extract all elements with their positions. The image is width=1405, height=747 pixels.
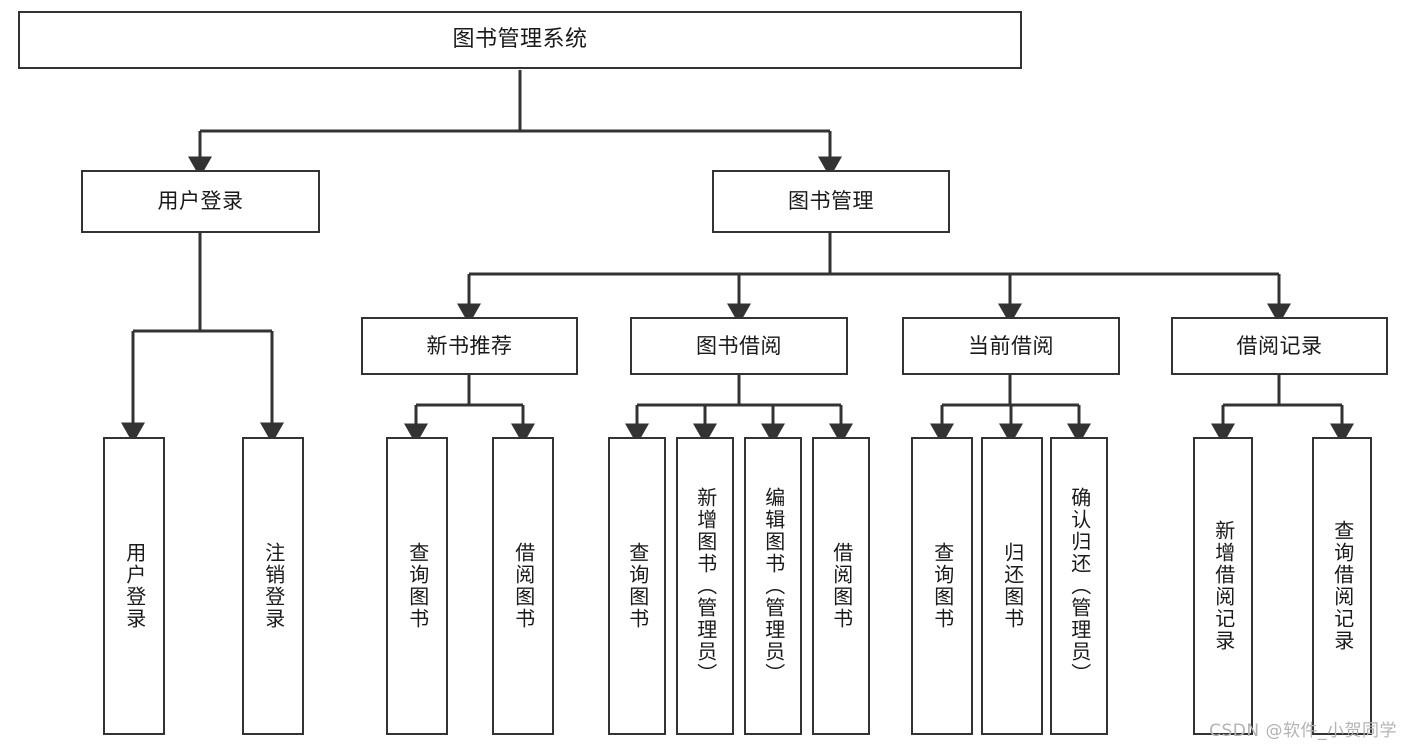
node-root-label: 图书管理系统 bbox=[452, 27, 588, 53]
csdn-watermark: CSDN @软件_小贺同学 bbox=[1209, 721, 1397, 741]
leaf-edit-book-admin[interactable]: 编辑图书（管理员） bbox=[744, 437, 802, 735]
leaf-return-book[interactable]: 归还图书 bbox=[981, 437, 1043, 735]
leaf-borrow-book-new[interactable]: 借阅图书 bbox=[492, 437, 554, 735]
leaf-query-borrow-record-label: 查询借阅记录 bbox=[1330, 520, 1355, 652]
node-book-borrow[interactable]: 图书借阅 bbox=[630, 317, 848, 375]
leaf-query-book-borrow-label: 查询图书 bbox=[625, 542, 650, 630]
leaf-confirm-return-admin[interactable]: 确认归还（管理员） bbox=[1050, 437, 1108, 735]
node-book-management[interactable]: 图书管理 bbox=[712, 170, 950, 233]
leaf-add-book-admin[interactable]: 新增图书（管理员） bbox=[676, 437, 734, 735]
node-book-borrow-label: 图书借阅 bbox=[696, 333, 782, 358]
node-user-login[interactable]: 用户登录 bbox=[81, 170, 320, 233]
leaf-borrow-book[interactable]: 借阅图书 bbox=[812, 437, 870, 735]
leaf-query-book-new[interactable]: 查询图书 bbox=[386, 437, 448, 735]
leaf-borrow-book-label: 借阅图书 bbox=[829, 542, 854, 630]
node-current-borrow[interactable]: 当前借阅 bbox=[902, 317, 1120, 375]
node-borrow-record[interactable]: 借阅记录 bbox=[1171, 317, 1388, 375]
node-user-login-label: 用户登录 bbox=[157, 189, 244, 214]
leaf-query-book-new-label: 查询图书 bbox=[405, 542, 430, 630]
leaf-query-book-current[interactable]: 查询图书 bbox=[911, 437, 973, 735]
node-book-management-label: 图书管理 bbox=[788, 189, 874, 214]
node-root[interactable]: 图书管理系统 bbox=[18, 11, 1022, 69]
leaf-borrow-book-new-label: 借阅图书 bbox=[511, 542, 536, 630]
leaf-return-book-label: 归还图书 bbox=[1000, 542, 1025, 630]
leaf-logout-label: 注销登录 bbox=[261, 542, 286, 630]
leaf-user-login[interactable]: 用户登录 bbox=[103, 437, 165, 735]
leaf-edit-book-admin-label: 编辑图书（管理员） bbox=[761, 487, 786, 685]
leaf-logout[interactable]: 注销登录 bbox=[242, 437, 304, 735]
leaf-user-login-label: 用户登录 bbox=[122, 542, 147, 630]
leaf-confirm-return-admin-label: 确认归还（管理员） bbox=[1067, 487, 1092, 685]
leaf-add-book-admin-label: 新增图书（管理员） bbox=[693, 487, 718, 685]
leaf-query-borrow-record[interactable]: 查询借阅记录 bbox=[1312, 437, 1372, 735]
leaf-query-book-current-label: 查询图书 bbox=[930, 542, 955, 630]
leaf-add-borrow-record-label: 新增借阅记录 bbox=[1211, 520, 1236, 652]
node-borrow-record-label: 借阅记录 bbox=[1236, 333, 1323, 358]
node-new-book-recommend[interactable]: 新书推荐 bbox=[361, 317, 578, 375]
leaf-add-borrow-record[interactable]: 新增借阅记录 bbox=[1193, 437, 1253, 735]
node-new-book-recommend-label: 新书推荐 bbox=[426, 333, 513, 358]
node-current-borrow-label: 当前借阅 bbox=[968, 333, 1054, 358]
leaf-query-book-borrow[interactable]: 查询图书 bbox=[608, 437, 666, 735]
